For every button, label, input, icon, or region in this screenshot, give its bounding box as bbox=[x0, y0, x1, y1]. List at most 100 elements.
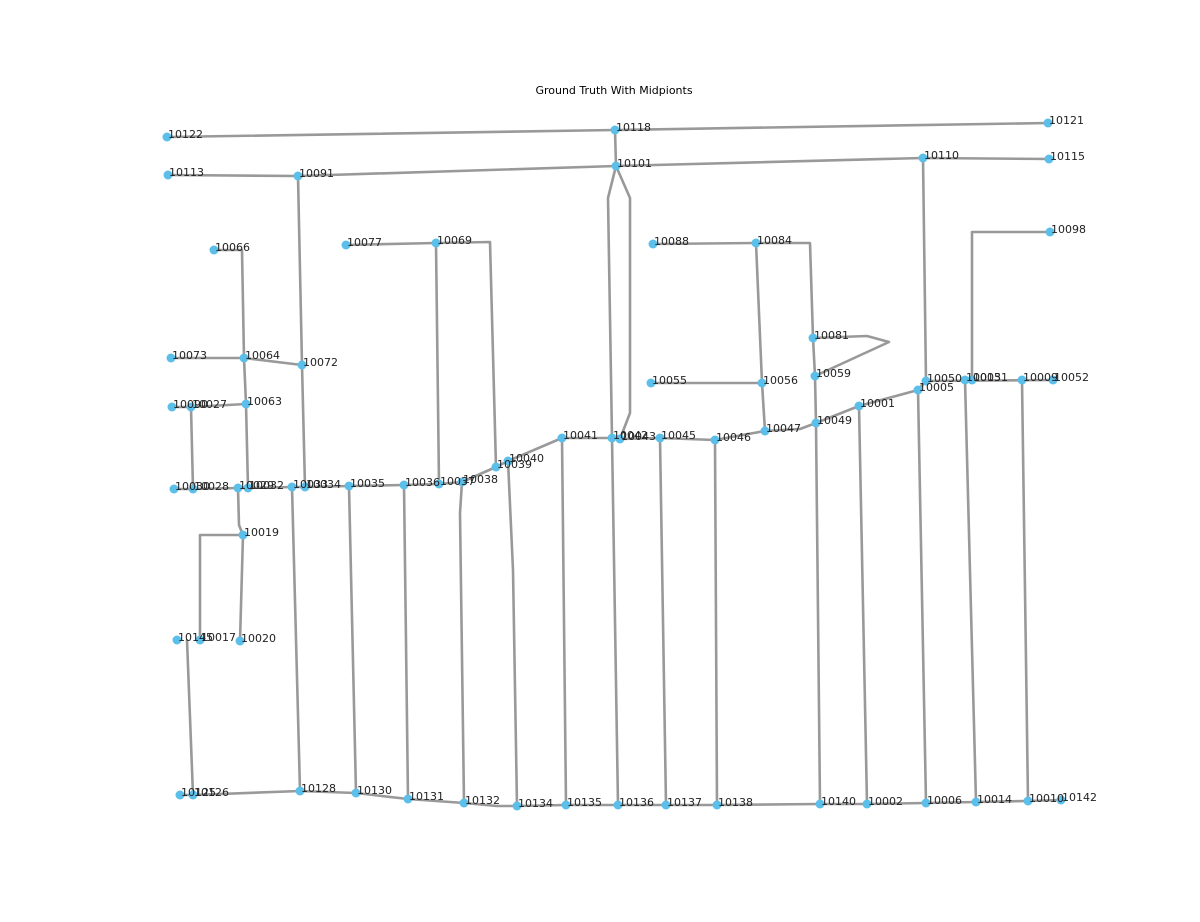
node-label: 10126 bbox=[194, 786, 229, 799]
node-label: 10043 bbox=[621, 430, 656, 443]
node-10001 bbox=[854, 401, 864, 411]
node-10051 bbox=[967, 375, 977, 385]
node-label: 10029 bbox=[239, 479, 274, 492]
node-10138 bbox=[712, 800, 722, 810]
node-label: 10013 bbox=[966, 371, 1001, 384]
node-label: 10081 bbox=[814, 329, 849, 342]
node-10013 bbox=[960, 375, 970, 385]
node-10049 bbox=[811, 418, 821, 428]
node-10126 bbox=[188, 790, 198, 800]
node-label: 10017 bbox=[201, 631, 236, 644]
node-10042 bbox=[607, 433, 617, 443]
node-label: 10052 bbox=[1054, 371, 1089, 384]
graph-edge bbox=[290, 485, 302, 793]
diagram-title: Ground Truth With Midpionts bbox=[535, 84, 692, 97]
node-label: 10041 bbox=[563, 429, 598, 442]
node-label: 10069 bbox=[437, 234, 472, 247]
node-10019 bbox=[238, 530, 248, 540]
node-label: 10072 bbox=[303, 356, 338, 369]
node-label: 10122 bbox=[168, 128, 203, 141]
graph-edge bbox=[506, 459, 519, 808]
node-label: 10040 bbox=[509, 452, 544, 465]
node-10055 bbox=[646, 378, 656, 388]
node-label: 10056 bbox=[763, 374, 798, 387]
graph-edge bbox=[434, 241, 441, 486]
node-label: 10038 bbox=[463, 473, 498, 486]
graph-edge bbox=[198, 533, 245, 642]
node-label: 10136 bbox=[619, 796, 654, 809]
node-label: 10066 bbox=[215, 241, 250, 254]
node-label: 10142 bbox=[1062, 791, 1097, 804]
node-10041 bbox=[557, 433, 567, 443]
node-label: 10077 bbox=[347, 236, 382, 249]
graph-edge bbox=[238, 533, 245, 643]
node-10090 bbox=[167, 402, 177, 412]
graph-edge bbox=[344, 240, 498, 469]
node-10036 bbox=[399, 480, 409, 490]
node-10046 bbox=[710, 435, 720, 445]
node-label: 10132 bbox=[465, 794, 500, 807]
node-label: 10118 bbox=[616, 121, 651, 134]
node-label: 10113 bbox=[169, 166, 204, 179]
node-10134 bbox=[512, 801, 522, 811]
node-label: 10045 bbox=[661, 429, 696, 442]
node-10038 bbox=[457, 477, 467, 487]
node-10033 bbox=[287, 482, 297, 492]
node-10034 bbox=[300, 482, 310, 492]
node-label: 10032 bbox=[249, 479, 284, 492]
node-10142 bbox=[1056, 795, 1066, 805]
node-label: 10027 bbox=[192, 398, 227, 411]
edge-layer bbox=[165, 121, 1063, 808]
node-10020 bbox=[235, 636, 245, 646]
node-10059 bbox=[810, 371, 820, 381]
node-10137 bbox=[661, 800, 671, 810]
graph-edge bbox=[651, 241, 818, 425]
graph-edge bbox=[613, 128, 618, 168]
node-10043 bbox=[615, 434, 625, 444]
node-label: 10059 bbox=[816, 367, 851, 380]
node-10032 bbox=[243, 483, 253, 493]
graph-edge bbox=[754, 241, 767, 433]
node-label: 10019 bbox=[244, 526, 279, 539]
node-layer bbox=[162, 118, 1066, 811]
node-10029 bbox=[233, 483, 243, 493]
node-label: 10001 bbox=[860, 397, 895, 410]
node-label: 10030 bbox=[175, 480, 210, 493]
node-label: 10028 bbox=[194, 480, 229, 493]
node-label: 10137 bbox=[667, 796, 702, 809]
node-label: 10051 bbox=[973, 371, 1008, 384]
node-label: 10130 bbox=[357, 784, 392, 797]
node-label: 10131 bbox=[409, 790, 444, 803]
node-label: 10098 bbox=[1051, 223, 1086, 236]
node-10131 bbox=[403, 794, 413, 804]
node-label: 10002 bbox=[868, 795, 903, 808]
node-10118 bbox=[610, 125, 620, 135]
node-10005 bbox=[913, 385, 923, 395]
node-10128 bbox=[295, 786, 305, 796]
node-10030 bbox=[169, 484, 179, 494]
graph-edge bbox=[172, 379, 928, 491]
node-label: 10020 bbox=[241, 632, 276, 645]
node-10135 bbox=[561, 800, 571, 810]
node-label: 10115 bbox=[1050, 150, 1085, 163]
graph-edge bbox=[811, 334, 891, 378]
graph-edge bbox=[296, 174, 307, 489]
node-label: 10145 bbox=[178, 631, 213, 644]
node-10122 bbox=[162, 132, 172, 142]
node-label: 10039 bbox=[497, 458, 532, 471]
node-10084 bbox=[751, 238, 761, 248]
node-10063 bbox=[241, 399, 251, 409]
node-label: 10042 bbox=[613, 429, 648, 442]
node-label: 10091 bbox=[299, 167, 334, 180]
node-10039 bbox=[491, 462, 501, 472]
node-label: 10101 bbox=[617, 157, 652, 170]
graph-edge bbox=[857, 404, 869, 806]
node-10069 bbox=[431, 238, 441, 248]
node-10050 bbox=[921, 376, 931, 386]
graph-edge bbox=[658, 436, 668, 807]
node-10064 bbox=[239, 353, 249, 363]
node-10081 bbox=[808, 333, 818, 343]
node-label: 10128 bbox=[301, 782, 336, 795]
